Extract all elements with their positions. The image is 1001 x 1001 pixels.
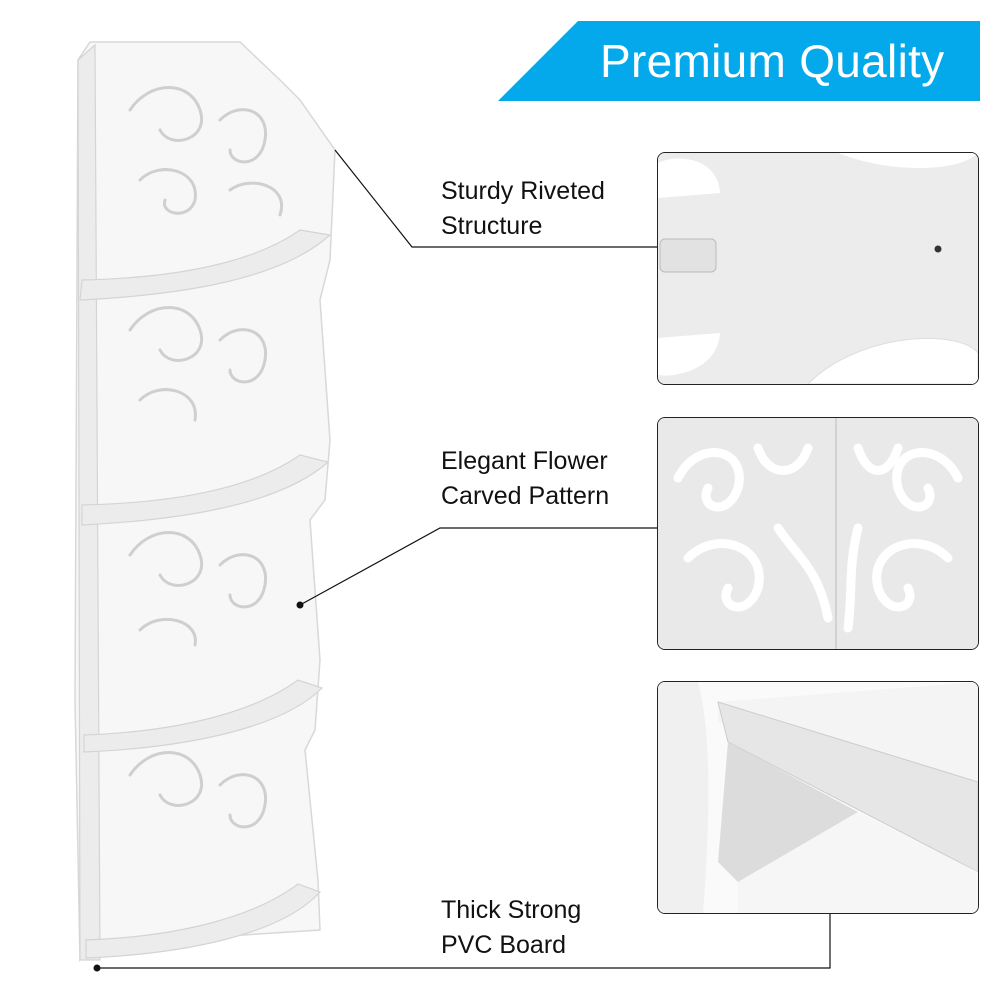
detail-photo-rivet [657, 152, 979, 385]
feature-label-line: PVC Board [441, 931, 567, 959]
detail-photo-pvc-board [657, 681, 979, 914]
premium-quality-banner [498, 21, 980, 101]
detail-photo-carved-pattern [657, 417, 979, 650]
feature-label-line: Sturdy Riveted [441, 177, 605, 205]
feature-label-line: Structure [441, 212, 543, 240]
feature-label-line: Thick Strong [441, 896, 582, 924]
feature-label-line: Carved Pattern [441, 482, 610, 510]
feature-label-pattern: Elegant Flower Carved Pattern [441, 444, 609, 514]
feature-label-line: Elegant Flower [441, 447, 608, 475]
feature-label-pvc: Thick Strong PVC Board [441, 893, 581, 963]
banner-title: Premium Quality [600, 35, 945, 87]
feature-label-riveted: Sturdy Riveted Structure [441, 174, 605, 244]
